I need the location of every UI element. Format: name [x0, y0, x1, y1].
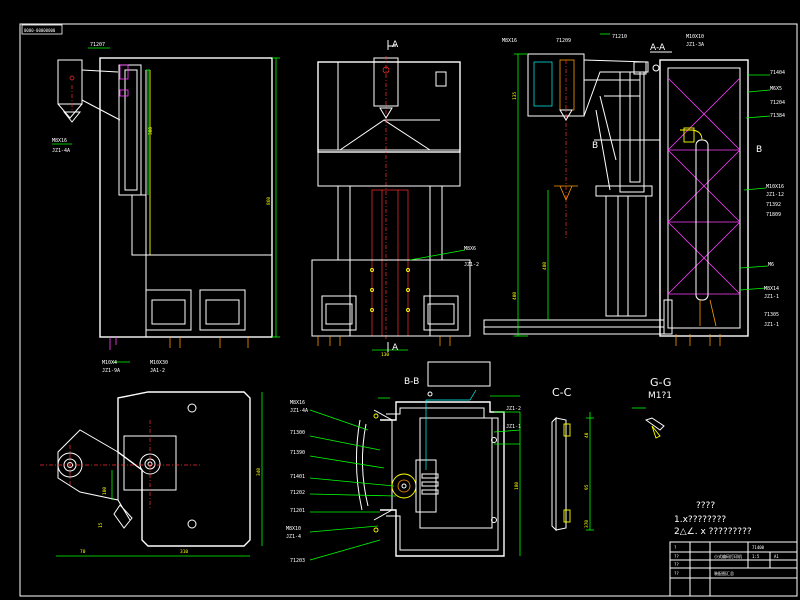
label-jz1-4a-b: JZ1-4A — [290, 408, 308, 414]
notes-line-1: 1.x???????? — [674, 515, 726, 525]
bb-leaders-left — [309, 409, 397, 561]
dim-180: 180 — [514, 482, 520, 490]
bb-leaders-right — [490, 395, 521, 445]
dim-100: 100 — [102, 487, 108, 495]
label-m8x10: M8X10 — [286, 526, 301, 532]
label-m10x10: M10X10 — [686, 34, 704, 40]
section-title-cc: C-C — [552, 386, 572, 399]
tb-scale: 1:5 — [752, 554, 760, 559]
label-jz1-12: JZ1-12 — [766, 192, 784, 198]
label-m6x5: M6X5 — [770, 86, 782, 92]
notes-line-2: 2△∠. x ????????? — [674, 527, 752, 537]
dim-860: 860 — [266, 197, 272, 205]
view-section-bb: B-B 180 — [286, 361, 521, 564]
section-mark-a-bottom: A — [392, 343, 399, 353]
view-front-elevation: A 130 A M8X6 J — [311, 40, 479, 358]
label-m8x14: M8X14 — [764, 286, 779, 292]
dim-70: 70 — [80, 549, 86, 555]
label-jz1-1-b: JZ1-1 — [506, 424, 521, 430]
section-scale-gg: M1?1 — [648, 391, 672, 401]
section-title-bb: B-B — [404, 377, 419, 387]
tb-drawing-name: 小式编码打印机 — [714, 553, 742, 559]
dim-15: 15 — [98, 522, 104, 528]
view-plan: 70 310 100 15 340 — [40, 391, 263, 557]
drawing-frame: 0000-00000000 — [19, 23, 798, 597]
label-71202: 71202 — [290, 490, 305, 496]
label-71390: 71390 — [290, 450, 305, 456]
section-title-gg: G-G — [650, 376, 671, 389]
tb-cell-3: ?? — [674, 562, 679, 567]
label-m10x30: M10X30 — [150, 360, 168, 366]
dim-95: 95 — [584, 484, 590, 490]
label-jz1-9a: JZ1-9A — [102, 368, 120, 374]
label-m10x16: M10X16 — [766, 184, 784, 190]
label-71201: 71201 — [290, 508, 305, 514]
label-71401: 71401 — [290, 474, 305, 480]
title-block: ? ?? ?? ?? 小式编码打印机 71400 1:5 A1 装配图汇总 — [669, 541, 798, 597]
tb-size: A1 — [774, 554, 779, 559]
label-m8x16-a: M8X16 — [52, 138, 67, 144]
dim-340: 340 — [256, 468, 262, 476]
label-m8x16-c: M8X16 — [290, 400, 305, 406]
dim-480: 480 — [542, 262, 548, 270]
label-71204: 71204 — [770, 100, 785, 106]
label-m10x4: M10X4 — [102, 360, 117, 366]
label-m8x6: M8X6 — [464, 246, 476, 252]
view-section-aa: A-A — [483, 33, 785, 346]
label-jz1-1-a: JZ1-1 — [764, 294, 779, 300]
label-71209: 71209 — [556, 38, 571, 44]
section-mark-a-top: A — [392, 40, 399, 50]
section-mark-b-left: B — [592, 141, 598, 151]
label-71384: 71384 — [770, 113, 785, 119]
view-section-cc: C-C 40 95 370 — [551, 386, 594, 532]
tb-sub: 装配图汇总 — [714, 570, 734, 576]
tb-cell-2: ?? — [674, 554, 679, 559]
tb-cell-4: ?? — [674, 571, 679, 576]
dim-380: 380 — [148, 127, 154, 135]
label-jz1-2-a: JZ1-2 — [464, 262, 479, 268]
label-71207: 71207 — [90, 42, 105, 48]
dim-40: 40 — [584, 432, 590, 438]
dim-370: 370 — [584, 520, 590, 528]
label-jz1-4: JZ1-4 — [286, 534, 301, 540]
label-jz1-2-b: JZ1-2 — [506, 406, 521, 412]
label-jz1-3a: JZ1-3A — [686, 42, 704, 48]
view-section-gg: G-G M1?1 — [632, 376, 672, 439]
label-jz1-4a-a: JZ1-4A — [52, 148, 70, 154]
label-71305: 71305 — [764, 312, 779, 318]
view-left-elevation: 380 860 71207 M8X16 JZ1-4A M10X4 JZ1-9A … — [52, 42, 280, 374]
label-71300: 71300 — [290, 430, 305, 436]
section-title-aa: A-A — [650, 43, 666, 53]
label-m8x16-b: M8X16 — [502, 38, 517, 44]
section-mark-b-right: B — [756, 145, 762, 155]
label-71203: 71203 — [290, 558, 305, 564]
drawing-stamp: 0000-00000000 — [24, 28, 56, 33]
label-ja1-2: JA1-2 — [150, 368, 165, 374]
dim-135: 135 — [512, 92, 518, 100]
label-71404: 71404 — [770, 70, 785, 76]
dim-400: 400 — [512, 292, 518, 300]
tb-drawing-no: 71400 — [752, 545, 765, 550]
dim-310: 310 — [180, 549, 188, 555]
notes-title: ???? — [696, 501, 715, 511]
label-71210: 71210 — [612, 34, 627, 40]
label-71809: 71809 — [766, 212, 781, 218]
dim-130: 130 — [381, 352, 389, 358]
label-71392: 71392 — [766, 202, 781, 208]
notes-block: ???? 1.x???????? 2△∠. x ????????? — [674, 501, 752, 537]
label-m6: M6 — [768, 262, 774, 268]
tb-cell-1: ? — [674, 545, 677, 550]
label-jz1-1-c: JZ1-1 — [764, 322, 779, 328]
